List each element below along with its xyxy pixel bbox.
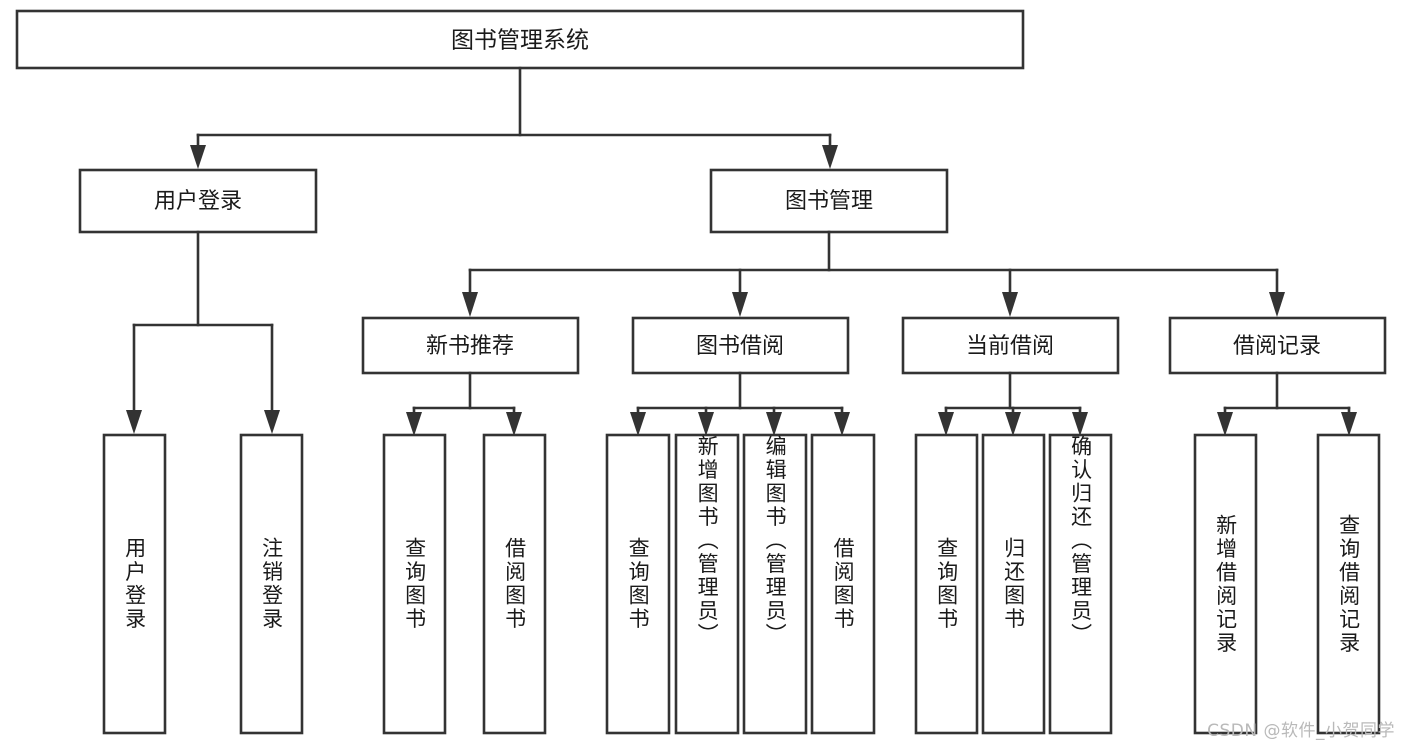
leaf-box-br-query-record[interactable]: [1316, 433, 1381, 735]
arrow-head-cb-return: [1005, 412, 1021, 436]
connector-book-mgmt-to-level3: [462, 230, 1285, 317]
arrow-head-leaf-user-login: [126, 410, 142, 434]
book-management-box-rect: [709, 168, 949, 234]
leaf-box-br-add-record[interactable]: [1193, 433, 1258, 735]
arrow-head-leaf-logout: [264, 410, 280, 434]
borrow-record-box-label: 借阅记录: [1233, 334, 1321, 359]
leaf-box-cb-query-book[interactable]: [914, 433, 979, 735]
arrow-head-br-query: [1341, 412, 1357, 436]
arrow-head-new-book: [462, 292, 478, 317]
node-new-book-recommend[interactable]: 新书推荐: [361, 316, 580, 375]
leaf-box-nb-query-book[interactable]: [382, 433, 447, 735]
arrow-head-nb-query: [406, 412, 422, 436]
arrow-head-br-add: [1217, 412, 1233, 436]
book-borrow-box-label: 图书借阅: [696, 334, 784, 359]
node-user-login[interactable]: 用户登录: [78, 168, 318, 234]
node-book-borrow[interactable]: 图书借阅: [631, 316, 850, 375]
leaf-box-nb-borrow-book[interactable]: [482, 433, 547, 735]
arrow-head-bb-borrow: [834, 412, 850, 436]
new-book-recommend-box-label: 新书推荐: [426, 334, 514, 359]
leaf-box-bb-borrow-book[interactable]: [810, 433, 876, 735]
connector-root-to-level2: [190, 66, 838, 169]
arrow-head-book-mgmt: [822, 145, 838, 169]
arrow-head-bb-query: [630, 412, 646, 436]
leaf-box-cb-return-book[interactable]: [981, 433, 1046, 735]
arrow-head-cb-query: [938, 412, 954, 436]
leaf-box-cb-confirm-return[interactable]: [1048, 433, 1113, 735]
leaf-box-user-login[interactable]: [102, 433, 167, 735]
connector-book-borrow-to-leaves: [630, 371, 850, 436]
leaf-box-bb-query-book[interactable]: [605, 433, 671, 735]
user-login-box-label: 用户登录: [154, 189, 242, 214]
new-book-recommend-box-rect: [361, 316, 580, 375]
arrow-head-borrow-record: [1269, 292, 1285, 317]
arrow-head-current-borrow: [1002, 292, 1018, 317]
node-borrow-record[interactable]: 借阅记录: [1168, 316, 1387, 375]
arrow-head-user-login: [190, 145, 206, 169]
connector-user-login-to-leaves: [126, 230, 280, 434]
connector-borrow-record-to-leaves: [1217, 371, 1357, 436]
root-box-rect: [15, 9, 1025, 70]
book-management-box-label: 图书管理: [785, 189, 873, 214]
arrow-head-bb-edit: [766, 412, 782, 436]
node-root[interactable]: 图书管理系统: [15, 9, 1025, 70]
root-box-label: 图书管理系统: [451, 28, 589, 54]
arrow-head-bb-add: [698, 412, 714, 436]
watermark-text: CSDN @软件_小贺同学: [1207, 721, 1395, 741]
connector-current-borrow-to-leaves: [938, 371, 1088, 436]
node-current-borrow[interactable]: 当前借阅: [901, 316, 1120, 375]
current-borrow-box-rect: [901, 316, 1120, 375]
borrow-record-box-rect: [1168, 316, 1387, 375]
current-borrow-box-label: 当前借阅: [966, 334, 1054, 359]
leaf-box-bb-add-book[interactable]: [674, 433, 740, 735]
node-book-management[interactable]: 图书管理: [709, 168, 949, 234]
arrow-head-cb-confirm: [1072, 412, 1088, 436]
arrow-head-nb-borrow: [506, 412, 522, 436]
arrow-head-book-borrow: [732, 292, 748, 317]
leaf-box-bb-edit-book[interactable]: [742, 433, 808, 735]
connector-new-book-to-leaves: [406, 371, 522, 436]
book-borrow-box-rect: [631, 316, 850, 375]
leaf-box-logout[interactable]: [239, 433, 304, 735]
